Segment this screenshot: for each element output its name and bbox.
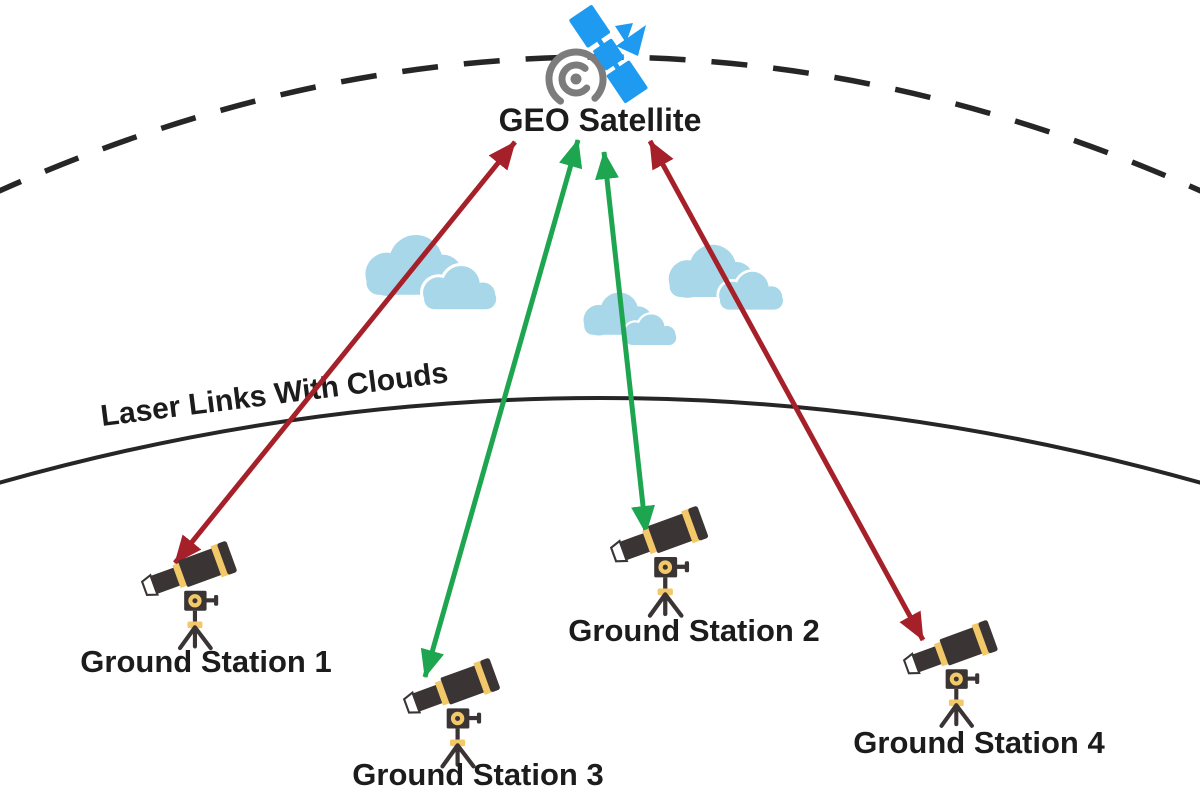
satellite-icon (569, 5, 648, 103)
laser-link-gs1 (173, 140, 517, 565)
geo-satellite-label: GEO Satellite (499, 102, 702, 138)
signal-swirl-icon (545, 48, 607, 110)
telescope-icon-gs1 (139, 541, 238, 649)
telescope-icon-gs3 (401, 658, 501, 767)
telescope-icon-gs4 (901, 620, 999, 726)
telescope-icon-gs2 (608, 506, 709, 616)
ground-station-3-label: Ground Station 3 (352, 757, 603, 792)
ground-station-2-label: Ground Station 2 (568, 613, 819, 648)
ground-station-4-label: Ground Station 4 (853, 725, 1105, 760)
cloud-icon (583, 292, 676, 345)
ground-station-1-label: Ground Station 1 (80, 644, 331, 679)
laser-link-gs3 (420, 139, 583, 678)
laser-link-gs4 (647, 139, 926, 642)
laser-link-gs2 (595, 151, 655, 534)
